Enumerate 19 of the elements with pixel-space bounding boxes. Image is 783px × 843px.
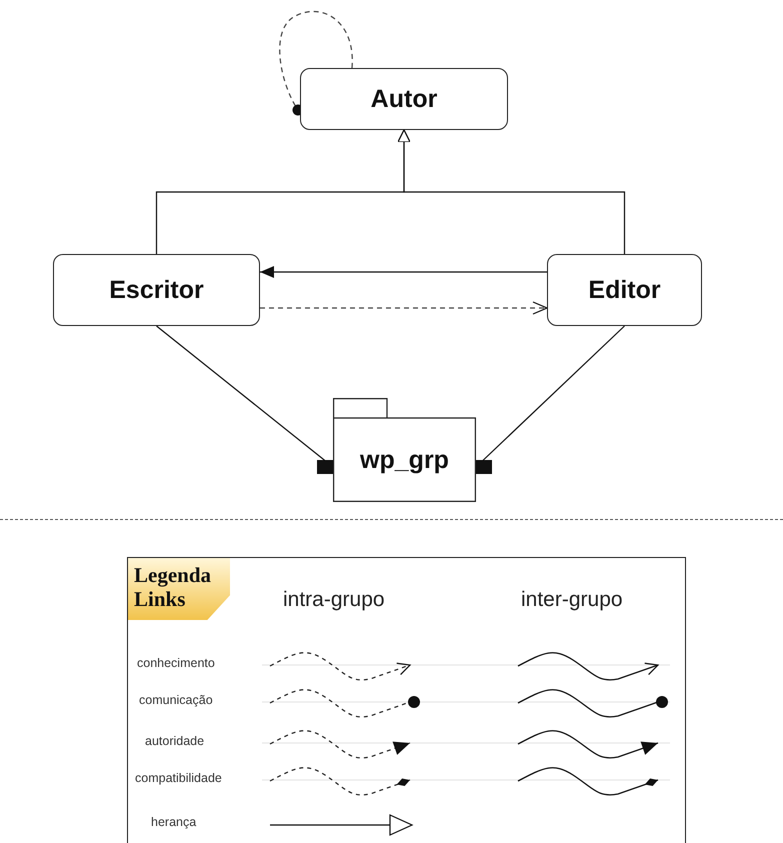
legend-label: autoridade [145, 734, 204, 748]
column-header: inter-grupo [521, 588, 623, 612]
column-header: intra-grupo [283, 588, 385, 612]
arrow [397, 129, 626, 254]
legend-label: conhecimento [137, 656, 215, 670]
dashed-arrow [260, 301, 548, 315]
class-name: Escritor [109, 276, 204, 304]
class-box [53, 254, 260, 326]
class-box [300, 68, 508, 130]
class-box [547, 254, 702, 326]
package-box [333, 398, 476, 502]
legend-title: Legenda Links [127, 558, 230, 620]
package-name: wp_grp [359, 444, 450, 476]
legend-label: herança [151, 815, 196, 829]
class-name: Autor [370, 84, 438, 114]
legend-label: comunicação [139, 693, 213, 707]
arrow [260, 266, 547, 278]
legend-label: compatibilidade [135, 771, 222, 785]
class-name: Editor [588, 276, 661, 304]
